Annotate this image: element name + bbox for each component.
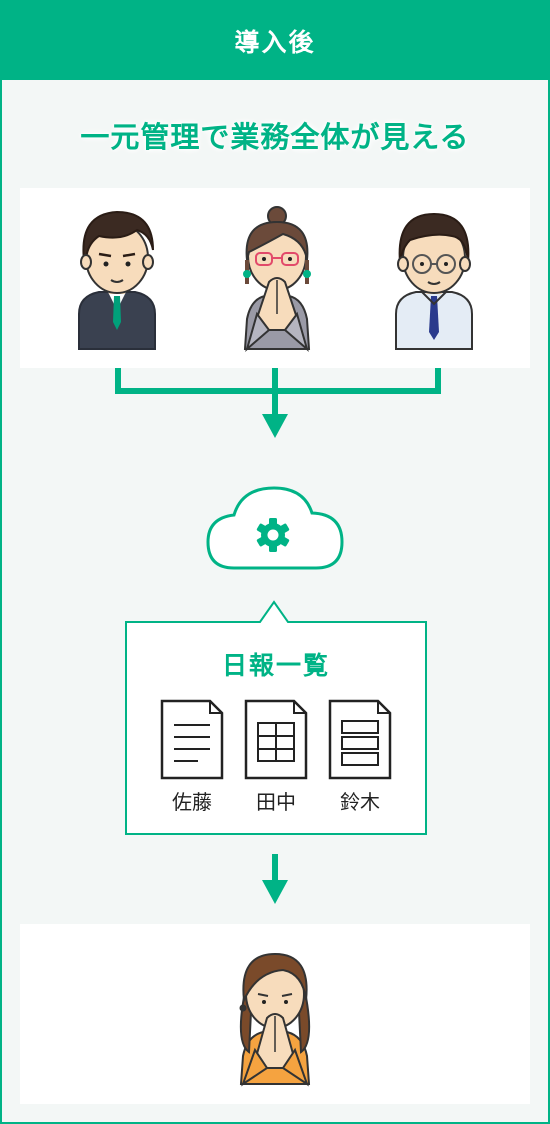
businessman-avatar	[78, 210, 156, 350]
header-bar: 導入後	[2, 2, 548, 80]
merge-connector	[115, 368, 441, 416]
arrow-down-icon	[262, 880, 288, 904]
glasses-man-avatar	[395, 212, 473, 350]
document-label-sato: 佐藤	[172, 790, 212, 814]
arrow-down-icon	[262, 414, 288, 438]
lined-document-icon	[160, 699, 224, 780]
woman-praying-avatar	[243, 206, 311, 352]
document-label-suzuki: 鈴木	[340, 790, 380, 814]
manager-woman-avatar	[239, 952, 311, 1087]
header-title: 導入後	[234, 28, 316, 57]
form-document-icon	[328, 699, 392, 780]
gear-icon	[256, 518, 290, 552]
grid-document-icon	[244, 699, 308, 780]
report-title: 日報一覧	[221, 651, 330, 680]
document-label-tanaka: 田中	[256, 790, 296, 814]
subtitle: 一元管理で業務全体が見える	[80, 120, 470, 154]
